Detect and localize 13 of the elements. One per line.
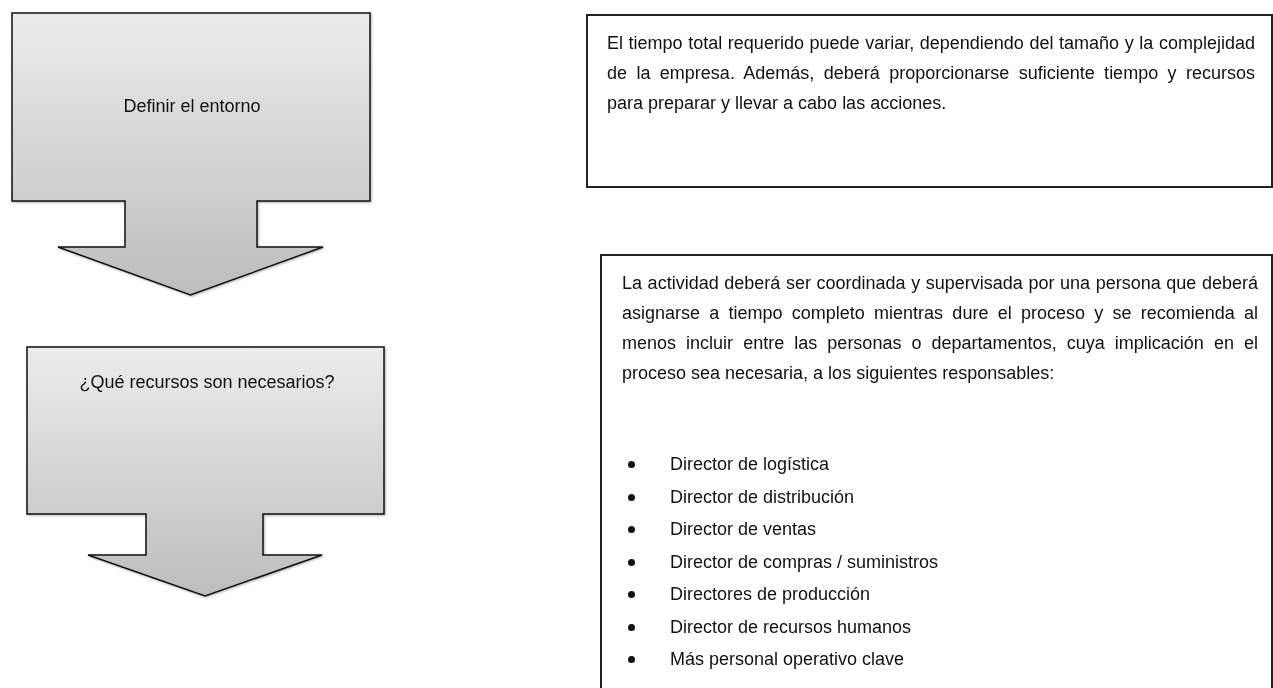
list-item: Director de logística: [670, 453, 830, 476]
list-item: Directores de producción: [670, 583, 871, 606]
list-item: Director de recursos humanos: [670, 615, 912, 639]
step-label: ¿Qué recursos son necesarios?: [78, 371, 336, 394]
note-paragraph: El tiempo total requerido puede variar, dependiendo del tamaño y la complejidad de la empresa. Además, deberá proporcionarse suficiente tiempo y recursos para preparar y llevar a cabo las acciones.: [607, 32, 1255, 115]
list-item: Más personal operativo clave: [670, 648, 905, 671]
list-item: Director de compras / suministros: [670, 550, 939, 574]
text-box: [586, 14, 1273, 188]
list-item: Director de distribución: [670, 485, 855, 509]
list-item: Director de ventas: [670, 518, 817, 541]
text-box: [600, 254, 1273, 688]
note-paragraph: La actividad deberá ser coordinada y supervisada por una persona que deberá asignarse a tiempo completo mientras dure el proceso y se recomienda al menos incluir entre las personas o departamentos, cuya implicación en el proceso sea necesaria, a los siguientes responsables:: [622, 272, 1258, 385]
step-label: Definir el entorno: [122, 95, 262, 118]
